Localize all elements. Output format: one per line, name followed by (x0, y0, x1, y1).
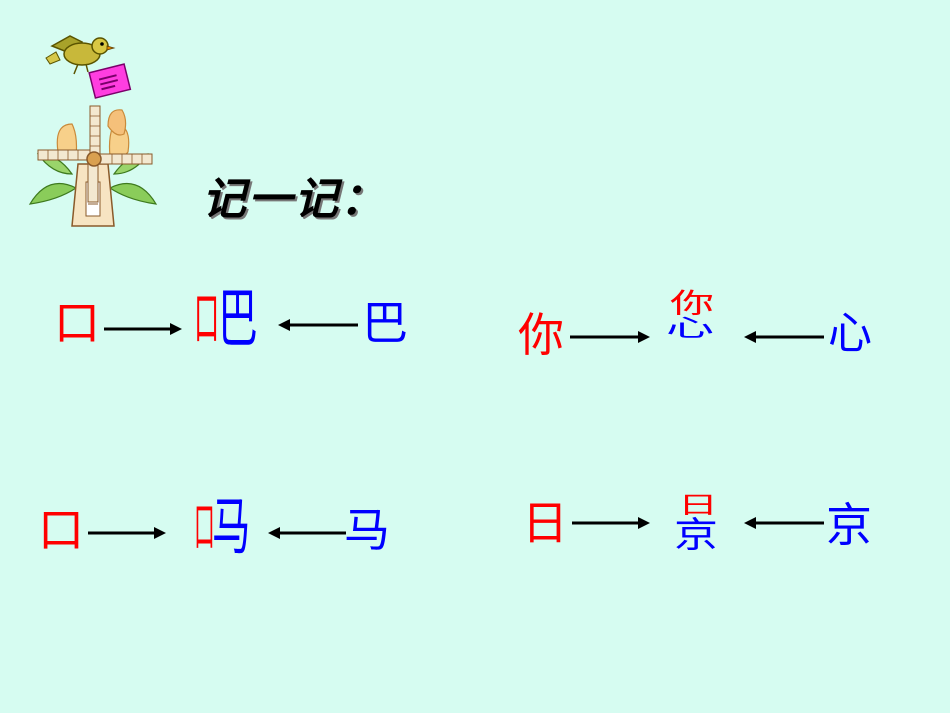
eq3-right-arrow-icon (88, 526, 166, 539)
eq1-right-arrow-icon (104, 322, 182, 335)
eq4-result-bottom-part: 京 (674, 514, 718, 556)
eq1-result-right-part: 巴 (218, 283, 258, 357)
page-title: 记一记： (202, 174, 386, 225)
eq2-right-arrow-icon (570, 330, 650, 343)
windmill-with-tulips-icon (28, 104, 158, 228)
bird-with-envelope-icon (42, 28, 134, 100)
eq4-result-char: 日 京 (674, 494, 722, 564)
eq3-left-arrow-icon (268, 526, 346, 539)
eq1-left-char: 口 (54, 296, 100, 350)
eq3-left-char: 口 (38, 503, 84, 557)
eq2-result-bottom-part: 心 (666, 314, 715, 342)
eq2-right-char: 心 (828, 308, 872, 359)
eq4-result-top-part: 日 (678, 492, 718, 519)
eq1-left-arrow-icon (278, 318, 358, 331)
eq2-left-char: 你 (518, 308, 564, 362)
eq3-right-char: 马 (344, 503, 390, 557)
eq2-result-char: 你 心 (664, 290, 724, 354)
eq4-right-char: 京 (826, 498, 872, 552)
eq3-result-left-part: 口 (194, 498, 215, 558)
eq4-left-arrow-icon (744, 516, 824, 529)
eq3-result-char: 口 马 (194, 496, 264, 564)
eq3-result-right-part: 马 (212, 490, 251, 563)
eq4-right-arrow-icon (572, 516, 650, 529)
eq1-result-left-part: 口 (194, 287, 220, 352)
eq1-right-char: 巴 (362, 296, 408, 350)
eq2-left-arrow-icon (744, 330, 824, 343)
eq2-result-top-part: 你 (670, 287, 714, 320)
eq4-left-char: 日 (522, 496, 568, 550)
eq1-result-char: 口 巴 (194, 288, 266, 358)
